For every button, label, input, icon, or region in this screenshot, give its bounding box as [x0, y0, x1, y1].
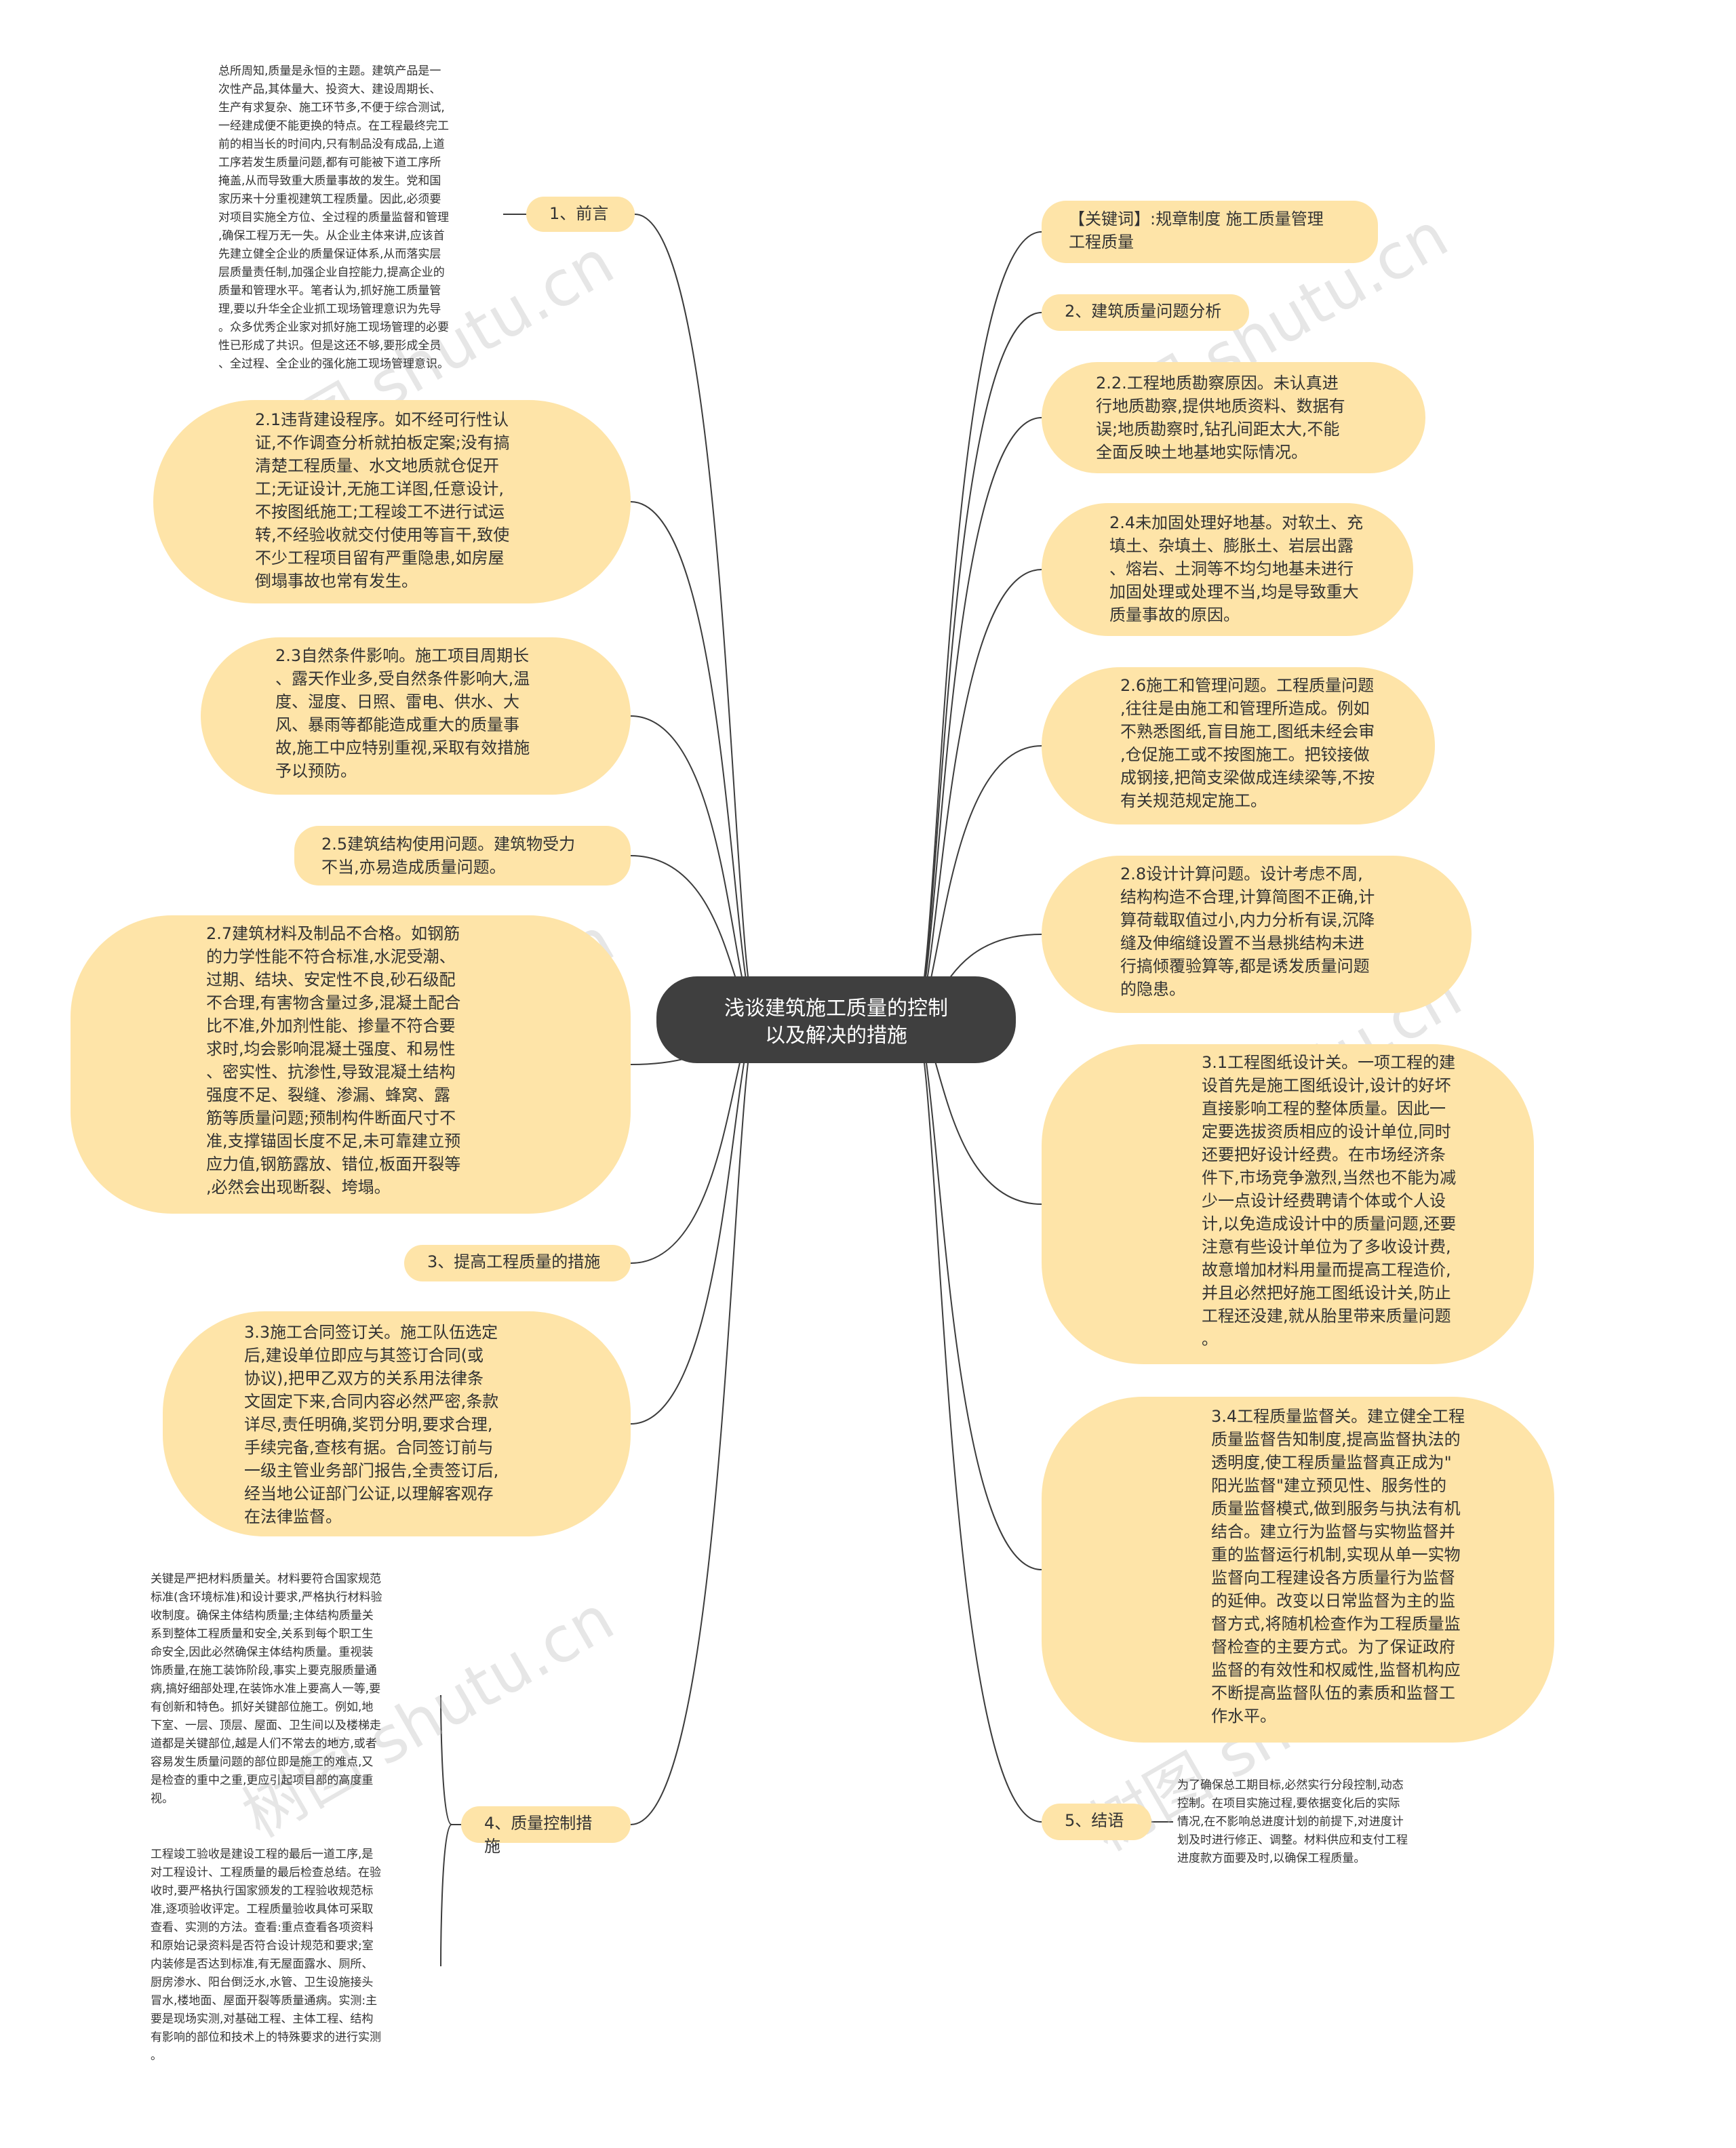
connector-branch-5-conclusion [913, 1019, 1042, 1823]
node-2-5[interactable]: 2.5建筑结构使用问题。建筑物受力 不当,亦易造成质量问题。 [294, 826, 631, 886]
connector-branch-4-quality-control [630, 1019, 759, 1825]
node-3-4[interactable]: 3.4工程质量监督关。建立健全工程 质量监督告知制度,提高监督执法的 透明度,使… [1042, 1397, 1554, 1743]
connector-node-2-4 [913, 569, 1042, 1020]
preface-text: 总所周知,质量是永恒的主题。建筑产品是一 次性产品,其体量大、投资大、建设周期长… [218, 64, 449, 371]
quality-control-text-2: 工程竣工验收是建设工程的最后一道工序,是 对工程设计、工程质量的最后检查总结。在… [151, 1848, 381, 2063]
quality-control-text-1: 关键是严把材料质量关。材料要符合国家规范 标准(含环境标准)和设计要求,严格执行… [151, 1572, 382, 1806]
node-2-2[interactable]: 2.2.工程地质勘察原因。未认真进 行地质勘察,提供地质资料、数据有 误;地质勘… [1042, 362, 1425, 473]
node-2-3[interactable]: 2.3自然条件影响。施工项目周期长 、露天作业多,受自然条件影响大,温 度、湿度… [201, 637, 631, 795]
node-3-1[interactable]: 3.1工程图纸设计关。一项工程的建 设首先是施工图纸设计,设计的好坏 直接影响工… [1042, 1044, 1534, 1364]
connector-node-2-1 [630, 501, 759, 1020]
branch-4-quality-control[interactable]: 4、质量控制措施 [461, 1806, 631, 1856]
root-topic[interactable]: 浅谈建筑施工质量的控制 以及解决的措施 [656, 976, 1016, 1063]
connector-branch-preface [634, 214, 759, 1020]
node-3-3[interactable]: 3.3施工合同签订关。施工队伍选定 后,建设单位即应与其签订合同(或 协议),把… [163, 1311, 631, 1536]
connector-node-3-4 [913, 1019, 1042, 1570]
connector-s4-text2 [440, 1824, 452, 1967]
node-2-6[interactable]: 2.6施工和管理问题。工程质量问题 ,往往是由施工和管理所造成。例如 不熟悉图纸… [1042, 667, 1435, 824]
connector-s4-text1 [440, 1694, 452, 1825]
branch-3-measures[interactable]: 3、提高工程质量的措施 [404, 1245, 631, 1281]
connector-node-3-3 [630, 1019, 759, 1425]
keywords-node[interactable]: 【关键词】:规章制度 施工质量管理 工程质量 [1042, 201, 1378, 263]
branch-preface[interactable]: 1、前言 [526, 197, 635, 232]
connector-branch-2-analysis [913, 312, 1042, 1020]
node-2-4[interactable]: 2.4未加固处理好地基。对软土、充 填土、杂填土、膨胀土、岩层出露 、熔岩、土洞… [1042, 503, 1413, 636]
node-2-7[interactable]: 2.7建筑材料及制品不合格。如钢筋 的力学性能不符合标准,水泥受潮、 过期、结块… [71, 915, 631, 1214]
branch-2-analysis[interactable]: 2、建筑质量问题分析 [1042, 294, 1249, 331]
node-2-8[interactable]: 2.8设计计算问题。设计考虑不周, 结构构造不合理,计算简图不正确,计 算荷载取… [1042, 856, 1472, 1013]
branch-5-conclusion[interactable]: 5、结语 [1042, 1804, 1151, 1840]
conclusion-text: 为了确保总工期目标,必然实行分段控制,动态 控制。在项目实施过程,要依据变化后的… [1177, 1778, 1408, 1865]
node-2-1[interactable]: 2.1违背建设程序。如不经可行性认 证,不作调查分析就拍板定案;没有搞 清楚工程… [153, 400, 631, 603]
